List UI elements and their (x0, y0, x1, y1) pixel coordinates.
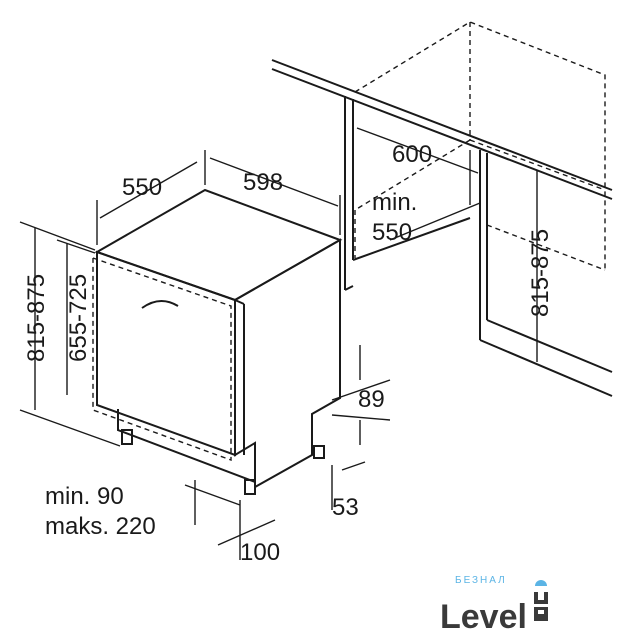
upper-cabinet-outline (354, 21, 606, 271)
niche-walls (344, 96, 613, 397)
width-label: 598 (243, 169, 283, 196)
niche-depth-label: 550 (372, 219, 412, 246)
foot-left (121, 429, 133, 445)
plinth-gap-label: 89 (358, 386, 385, 413)
foot-front-right (244, 479, 256, 495)
niche-width-label: 600 (392, 141, 432, 168)
niche-depth-min-label: min. (372, 189, 417, 216)
plinth-max-label: maks. 220 (45, 513, 156, 540)
plinth-depth-label: 100 (240, 539, 280, 566)
appliance-height-label: 815-875 (23, 274, 50, 362)
logo-sub-text: БЕЗНАЛ (455, 575, 507, 586)
foot-offset-label: 53 (332, 494, 359, 521)
logo-accent-icon (535, 580, 547, 586)
levelup-logo: БЕЗНАЛ Level (440, 575, 548, 636)
niche-height-label: 815-875 (527, 229, 554, 317)
plinth-min-label: min. 90 (45, 483, 124, 510)
dishwasher-body (92, 188, 343, 495)
countertop (271, 59, 613, 200)
door-height-label: 655-725 (65, 274, 92, 362)
logo-main-text: Level (440, 598, 527, 636)
depth-label: 550 (122, 174, 162, 201)
dimension-lines (19, 127, 538, 560)
foot-back-right (313, 445, 325, 459)
door-handle (141, 300, 179, 309)
